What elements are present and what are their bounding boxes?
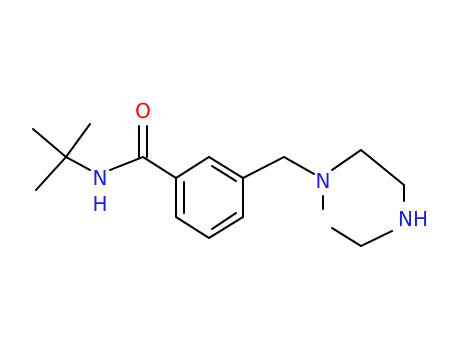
bond-tbu-methyl-upper-left	[32, 128, 67, 158]
oxygen-atom-label: O	[135, 99, 151, 123]
pip-bond-2	[360, 149, 405, 186]
ring-bond-4	[208, 216, 244, 239]
pip-bond-5	[331, 227, 362, 247]
pip-bond-4	[360, 230, 393, 247]
piperazine-nh-label: NH	[398, 207, 428, 231]
piperazine-n1-label: N	[316, 169, 331, 193]
piperazine-ring	[322, 149, 405, 247]
ring-bond-5	[175, 216, 210, 239]
bond-tbu-methyl-upper-right	[65, 123, 91, 158]
ring-inner-bond-a	[211, 165, 237, 182]
methylene-linker	[242, 156, 315, 179]
amide-nitrogen-label: N	[93, 166, 108, 190]
bond-tbu-nitrogen	[65, 156, 91, 171]
bond-n-carbonyl	[109, 156, 144, 171]
bond-carbonyl-ring	[142, 156, 177, 179]
benzene-ring	[175, 156, 244, 239]
ring-bond-2	[208, 156, 244, 179]
pip-bond-1	[331, 149, 362, 171]
amide-hydrogen-label: H	[92, 192, 107, 216]
ring-bond-1	[175, 156, 210, 179]
bond-ring-ch2	[242, 156, 285, 179]
tert-butyl-group	[32, 123, 91, 191]
ring-inner-bond-b	[211, 212, 237, 230]
bond-tbu-methyl-lower	[35, 156, 67, 191]
bond-ch2-piperazine-n	[283, 156, 315, 175]
amide-group	[109, 125, 177, 179]
